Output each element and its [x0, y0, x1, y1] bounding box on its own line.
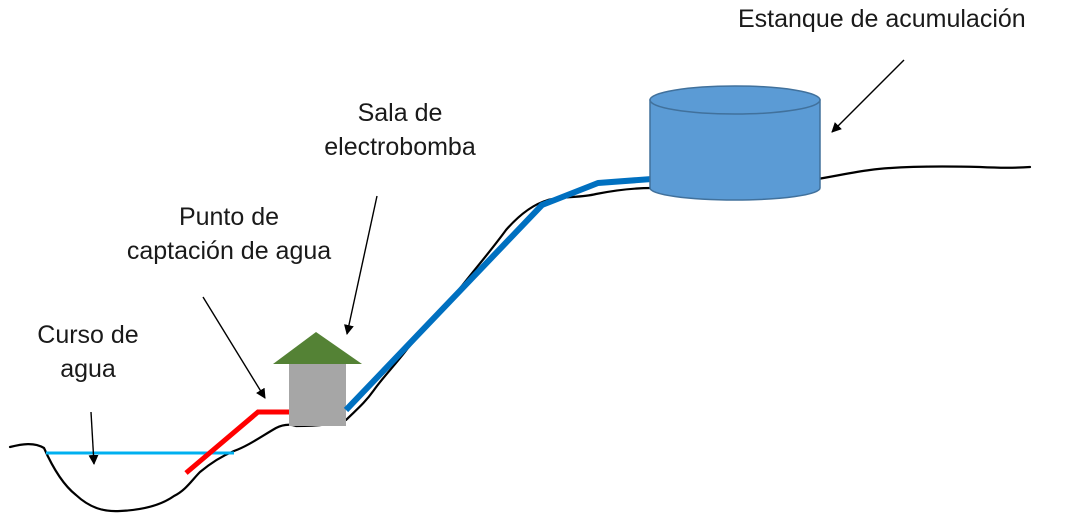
water-course-label-line-1: Curso de: [37, 321, 139, 349]
tank-arrow: [831, 59, 905, 133]
pump-house-roof: [273, 332, 362, 364]
storage-tank-body: [649, 99, 821, 201]
intake-arrow: [202, 296, 266, 399]
storage-tank-top: [649, 85, 821, 115]
pump-room-label: Sala de electrobomba: [300, 96, 500, 164]
stream-arrow: [88, 411, 99, 465]
pump-room-label-line-1: Sala de: [357, 99, 443, 127]
pump-house-wall: [289, 364, 346, 426]
water-course-label-line-2: agua: [60, 355, 116, 383]
water-intake-label-line-2: captación de agua: [126, 237, 332, 265]
pump-room-arrow: [344, 195, 378, 335]
water-intake-label: Punto de captación de agua: [122, 200, 336, 268]
water-course-label: Curso de agua: [14, 318, 162, 386]
water-intake-label-line-1: Punto de: [178, 203, 280, 231]
suction-pipe: [184, 409, 290, 475]
storage-tank-label: Estanque de acumulación: [738, 5, 1026, 33]
delivery-pipe: [343, 176, 653, 413]
pump-room-label-line-2: electrobomba: [324, 133, 476, 161]
